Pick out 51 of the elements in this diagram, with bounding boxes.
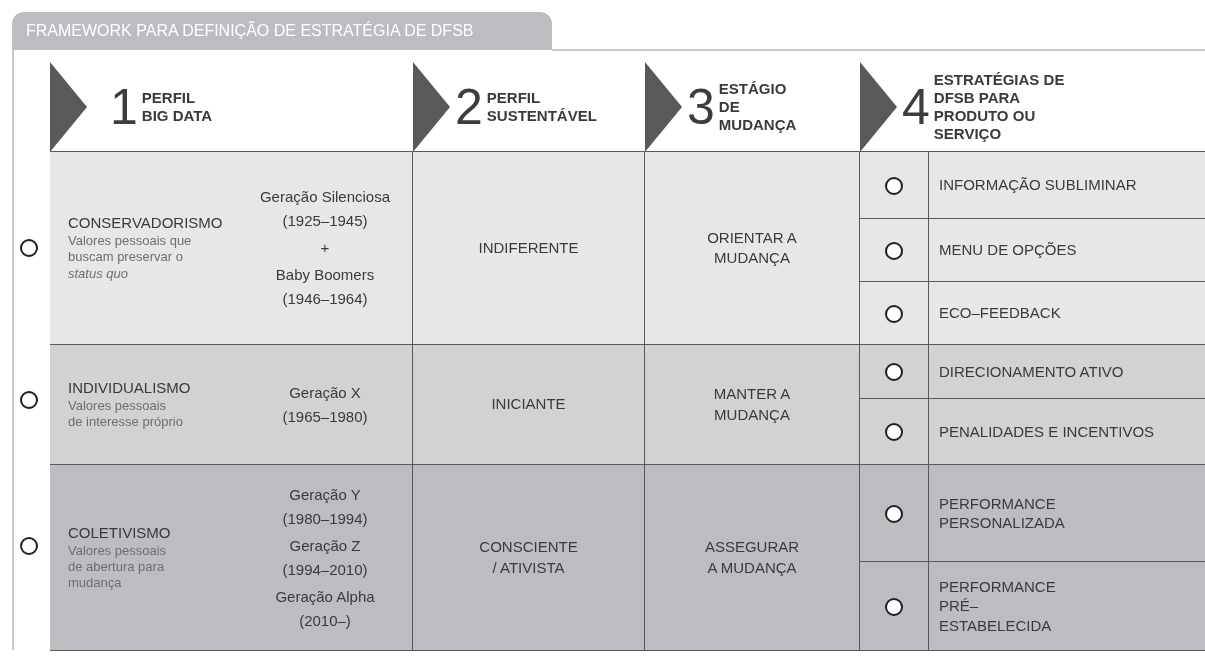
generation-text: Geração Y (1980–1994) xyxy=(282,484,368,529)
table-cell xyxy=(413,465,645,651)
value-description: Valores pessoais de abertura para mudança xyxy=(68,542,168,592)
title-tab: FRAMEWORK PARA DEFINIÇÃO DE ESTRATÉGIA DE DFSB xyxy=(12,12,552,50)
step-number: 3 xyxy=(687,82,715,132)
cell-text: INICIANTE xyxy=(490,394,567,415)
step-number: 1 xyxy=(110,82,138,132)
table-cell xyxy=(929,399,1205,465)
cell-text: ASSEGURAR A MUDANÇA xyxy=(703,537,801,578)
table-cell xyxy=(50,152,413,345)
strategy-text: PENALIDADES E INCENTIVOS xyxy=(939,421,1156,442)
strategy-text: PERFORMANCE PRÉ–ESTABELECIDA xyxy=(939,576,1057,636)
generation-text: Baby Boomers (1946–1964) xyxy=(275,265,375,309)
step-heading: ESTÁGIO DE MUDANÇA xyxy=(718,80,798,134)
step-number: 4 xyxy=(902,82,930,132)
strategy-text: PERFORMANCE PERSONALIZADA xyxy=(939,493,1066,533)
step-heading: PERFIL SUSTENTÁVEL xyxy=(486,89,598,125)
table-cell xyxy=(929,219,1205,282)
value-heading: INDIVIDUALISMO xyxy=(68,378,192,398)
generation-text: Geração Silenciosa (1925–1945) xyxy=(259,187,391,231)
strategy-text: DIRECIONAMENTO ATIVO xyxy=(939,361,1125,382)
generation-text: Geração Z (1994–2010) xyxy=(282,535,368,580)
table-cell xyxy=(645,152,860,345)
generation-text: Geração Alpha (2010–) xyxy=(275,586,375,631)
strategy-text: ECO–FEEDBACK xyxy=(939,303,1062,323)
value-description: Valores pessoais que buscam preservar o status quo xyxy=(68,233,193,282)
table-cell xyxy=(645,465,860,651)
step-heading: PERFIL BIG DATA xyxy=(141,89,214,125)
table-cell xyxy=(50,345,413,465)
value-description: Valores pessoais de interesse próprio xyxy=(68,397,183,431)
step-heading: ESTRATÉGIAS DE DFSB PARA PRODUTO OU SERVIÇO xyxy=(933,71,1066,143)
table-cell xyxy=(929,465,1205,562)
generation-text: + xyxy=(320,238,330,258)
cell-text: MANTER A MUDANÇA xyxy=(712,384,792,425)
table-cell xyxy=(413,345,645,465)
value-heading: COLETIVISMO xyxy=(68,523,172,543)
table-cell xyxy=(929,152,1205,219)
step-number: 2 xyxy=(455,82,483,132)
table-cell xyxy=(929,562,1205,651)
table-cell xyxy=(645,345,860,465)
table-cell xyxy=(50,465,413,651)
strategy-text: MENU DE OPÇÕES xyxy=(939,240,1078,260)
value-heading: CONSERVADORISMO xyxy=(68,214,224,233)
cell-text: INDIFERENTE xyxy=(477,237,580,258)
strategy-text: INFORMAÇÃO SUBLIMINAR xyxy=(939,175,1138,195)
table-cell xyxy=(929,345,1205,399)
table-cell xyxy=(413,152,645,345)
generation-text: Geração X (1965–1980) xyxy=(282,382,368,427)
table-cell xyxy=(929,282,1205,345)
cell-text: CONSCIENTE / ATIVISTA xyxy=(478,537,579,578)
cell-text: ORIENTAR A MUDANÇA xyxy=(706,227,798,268)
